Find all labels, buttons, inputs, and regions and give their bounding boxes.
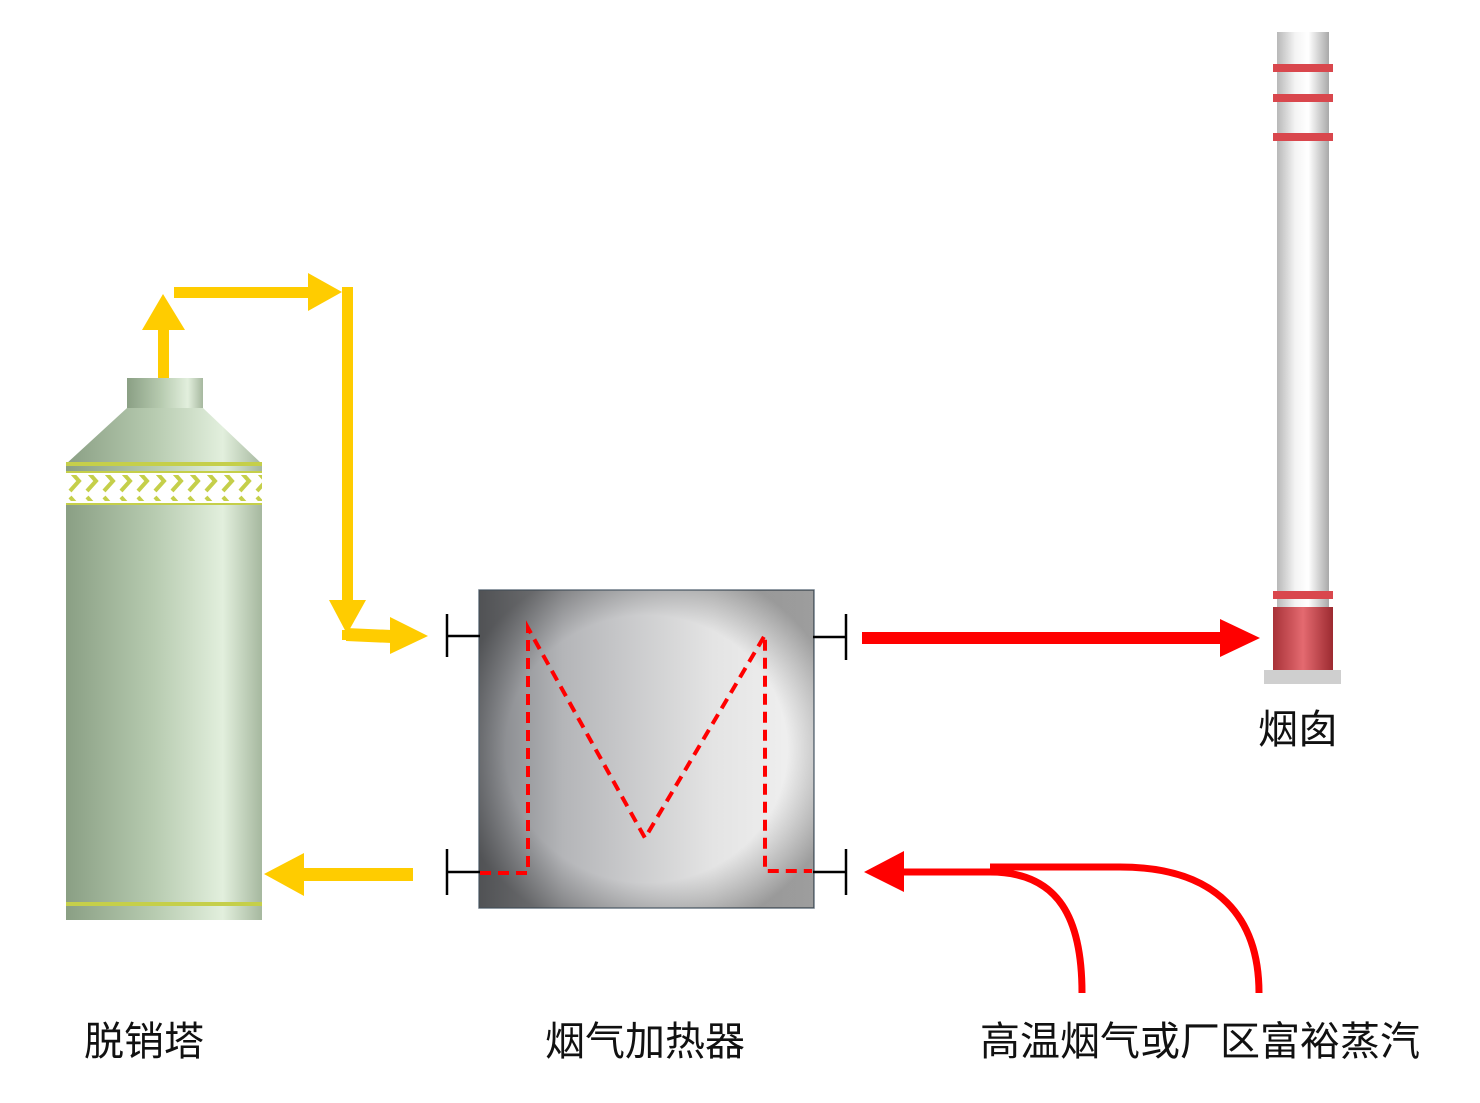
tower-label: 脱销塔: [84, 1019, 204, 1065]
heater-label: 烟气加热器: [545, 1019, 745, 1065]
chimney-base-red: [1273, 607, 1333, 671]
chimney-label: 烟囱: [1258, 707, 1338, 753]
tower-cone: [66, 408, 262, 464]
tower-body: [66, 464, 262, 920]
tower-outlet-nozzle: [127, 378, 203, 410]
chimney-band: [1273, 64, 1333, 72]
tower-bottom-band: [66, 902, 262, 906]
denitration-tower: [66, 378, 262, 920]
up-arrow-icon: [142, 294, 185, 330]
down-arrow-icon: [329, 600, 366, 634]
chimney-shaft: [1277, 32, 1329, 672]
right-arrow-icon: [390, 617, 428, 654]
tower-top-band: [66, 462, 262, 466]
right-arrow-icon: [308, 273, 342, 311]
flue-gas-flow-to-heater: [142, 273, 428, 654]
right-arrow-icon: [1220, 619, 1260, 657]
chimney-foundation: [1264, 670, 1341, 684]
chimney-band: [1273, 133, 1333, 141]
chimney: [1264, 32, 1341, 684]
flue-gas-flow-to-tower: [264, 853, 413, 896]
heater-nozzles: [445, 614, 848, 895]
chimney-band: [1273, 94, 1333, 102]
left-arrow-icon: [864, 851, 904, 892]
heat-source-flow: [864, 851, 1263, 994]
flue-gas-heater: [445, 589, 848, 909]
chimney-band: [1273, 591, 1333, 599]
hot-gas-flow-to-chimney: [862, 619, 1260, 657]
heat-source-label: 高温烟气或厂区富裕蒸汽: [980, 1019, 1420, 1065]
left-arrow-icon: [264, 853, 304, 896]
